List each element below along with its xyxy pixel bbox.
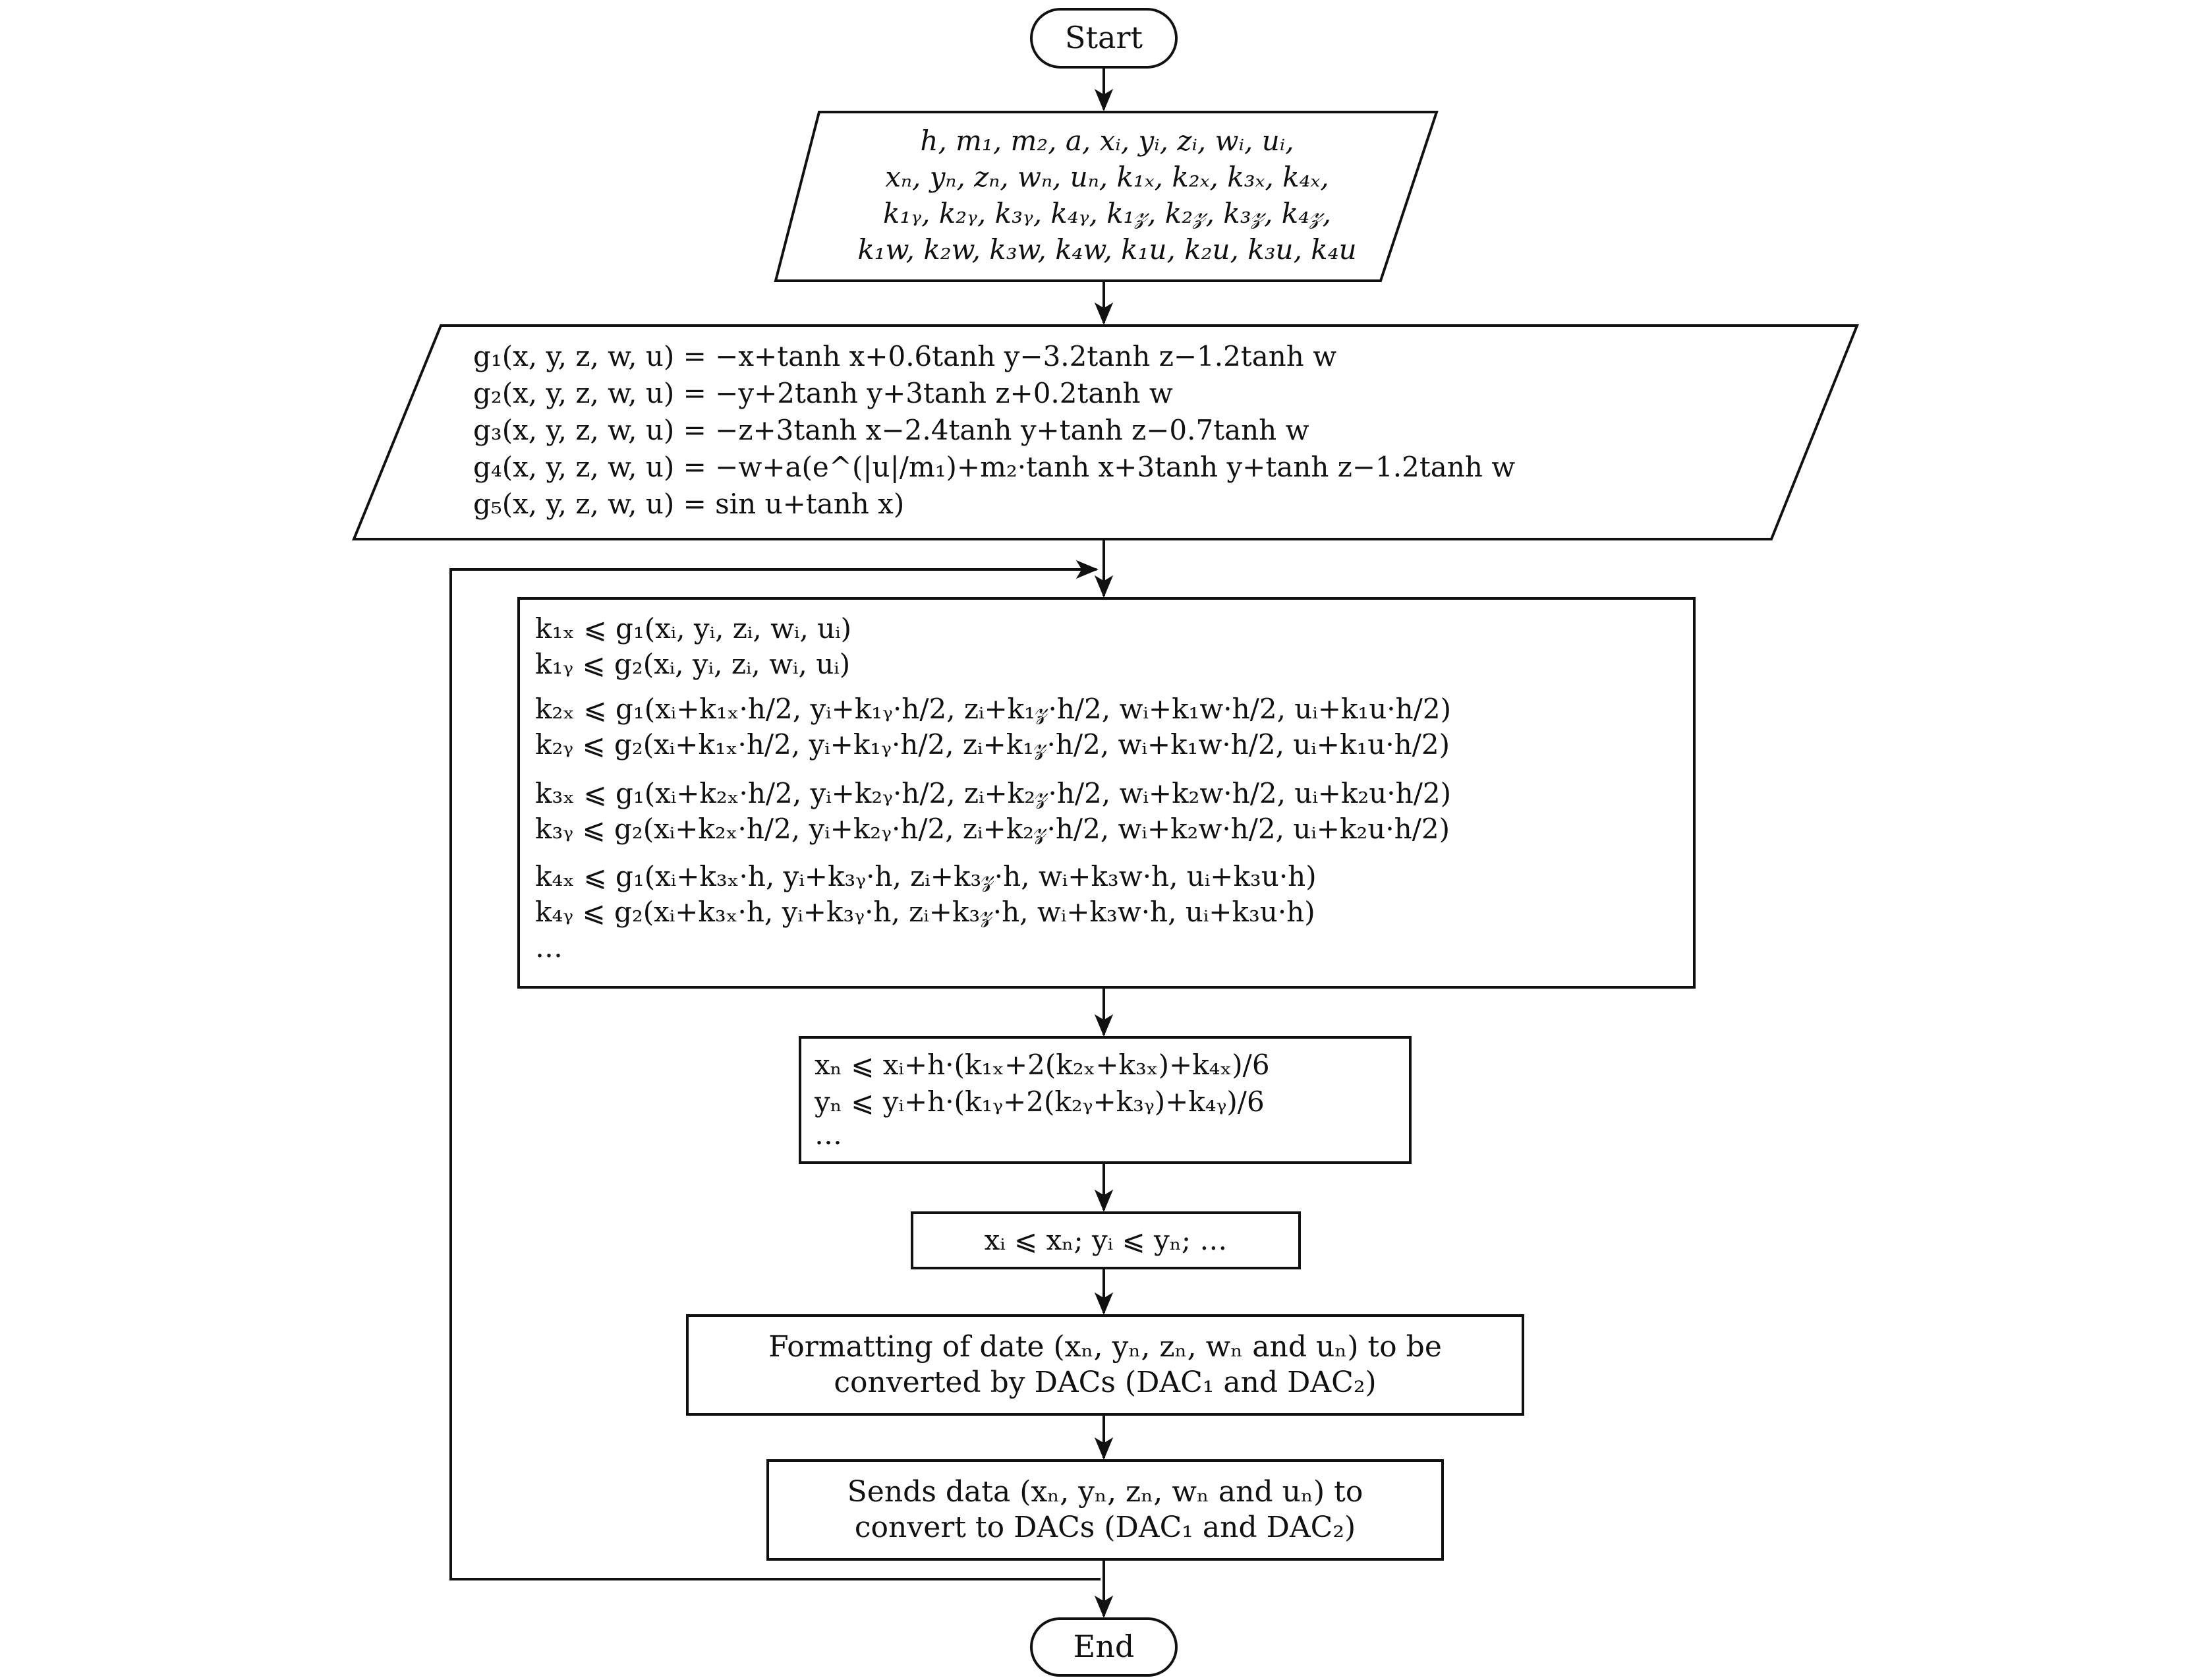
send-block: Sends data (xₙ, yₙ, zₙ, wₙ and uₙ) to co…: [766, 1459, 1444, 1561]
format-block: Formatting of date (xₙ, yₙ, zₙ, wₙ and u…: [686, 1314, 1524, 1416]
equation-g5: g₅(x, y, z, w, u) = sin u+tanh x): [473, 488, 904, 520]
params-line-3: k₁ᵧ, k₂ᵧ, k₃ᵧ, k₄ᵧ, k₁𝓏, k₂𝓏, k₃𝓏, k₄𝓏,: [883, 197, 1331, 229]
equation-g2: g₂(x, y, z, w, u) = −y+2tanh y+3tanh z+0…: [473, 377, 1173, 409]
equation-g1: g₁(x, y, z, w, u) = −x+tanh x+0.6tanh y−…: [473, 340, 1336, 372]
params-line-4: k₁w, k₂w, k₃w, k₄w, k₁u, k₂u, k₃u, k₄u: [857, 233, 1356, 266]
send-line-2: convert to DACs (DAC₁ and DAC₂): [855, 1511, 1356, 1544]
format-line-1: Formatting of date (xₙ, yₙ, zₙ, wₙ and u…: [768, 1330, 1442, 1364]
rk-line-k3x: k₃ₓ ⩽ g₁(xᵢ+k₂ₓ·h/2, yᵢ+k₂ᵧ·h/2, zᵢ+k₂𝓏·…: [535, 777, 1451, 809]
params-line-2: xₙ, yₙ, zₙ, wₙ, uₙ, k₁ₓ, k₂ₓ, k₃ₓ, k₄ₓ,: [885, 161, 1329, 193]
parameters-input-block: h, m₁, m₂, a, xᵢ, yᵢ, zᵢ, wᵢ, uᵢ, xₙ, yₙ…: [774, 111, 1439, 282]
equation-g4: g₄(x, y, z, w, u) = −w+a(e^(|u|/m₁)+m₂·t…: [473, 451, 1515, 483]
end-label: End: [1074, 1629, 1135, 1664]
start-terminal: Start: [1030, 8, 1178, 69]
rk-line-k4y: k₄ᵧ ⩽ g₂(xᵢ+k₃ₓ·h, yᵢ+k₃ᵧ·h, zᵢ+k₃𝓏·h, w…: [535, 896, 1315, 928]
rk-line-k4x: k₄ₓ ⩽ g₁(xᵢ+k₃ₓ·h, yᵢ+k₃ᵧ·h, zᵢ+k₃𝓏·h, w…: [535, 860, 1317, 892]
start-label: Start: [1065, 20, 1143, 55]
update-line-ellipsis: …: [815, 1118, 842, 1151]
update-line-yn: yₙ ⩽ yᵢ+h·(k₁ᵧ+2(k₂ᵧ+k₃ᵧ)+k₄ᵧ)/6: [814, 1086, 1265, 1118]
loop-back-arrow: [449, 560, 1101, 1580]
update-block: xₙ ⩽ xᵢ+h·(k₁ₓ+2(k₂ₓ+k₃ₓ)+k₄ₓ)/6 yₙ ⩽ yᵢ…: [799, 1036, 1412, 1164]
rk-line-k1y: k₁ᵧ ⩽ g₂(xᵢ, yᵢ, zᵢ, wᵢ, uᵢ): [535, 648, 850, 680]
rk-line-k3y: k₃ᵧ ⩽ g₂(xᵢ+k₂ₓ·h/2, yᵢ+k₂ᵧ·h/2, zᵢ+k₂𝓏·…: [535, 813, 1450, 845]
params-line-1: h, m₁, m₂, a, xᵢ, yᵢ, zᵢ, wᵢ, uᵢ,: [920, 125, 1294, 157]
update-line-xn: xₙ ⩽ xᵢ+h·(k₁ₓ+2(k₂ₓ+k₃ₓ)+k₄ₓ)/6: [815, 1049, 1270, 1081]
end-terminal: End: [1030, 1617, 1178, 1677]
assign-block: xᵢ ⩽ xₙ; yᵢ ⩽ yₙ; …: [911, 1211, 1301, 1269]
rk-line-k2x: k₂ₓ ⩽ g₁(xᵢ+k₁ₓ·h/2, yᵢ+k₁ᵧ·h/2, zᵢ+k₁𝓏·…: [535, 693, 1451, 725]
format-line-2: converted by DACs (DAC₁ and DAC₂): [834, 1366, 1376, 1399]
rk-line-ellipsis: …: [535, 931, 563, 964]
equations-block: g₁(x, y, z, w, u) = −x+tanh x+0.6tanh y−…: [352, 324, 1859, 540]
send-line-1: Sends data (xₙ, yₙ, zₙ, wₙ and uₙ) to: [847, 1475, 1363, 1509]
equation-g3: g₃(x, y, z, w, u) = −z+3tanh x−2.4tanh y…: [473, 414, 1309, 446]
assign-label: xᵢ ⩽ xₙ; yᵢ ⩽ yₙ; …: [985, 1224, 1228, 1256]
rk-stages-block: k₁ₓ ⩽ g₁(xᵢ, yᵢ, zᵢ, wᵢ, uᵢ) k₁ᵧ ⩽ g₂(xᵢ…: [517, 597, 1696, 989]
rk-line-k1x: k₁ₓ ⩽ g₁(xᵢ, yᵢ, zᵢ, wᵢ, uᵢ): [535, 612, 851, 645]
rk-line-k2y: k₂ᵧ ⩽ g₂(xᵢ+k₁ₓ·h/2, yᵢ+k₁ᵧ·h/2, zᵢ+k₁𝓏·…: [535, 728, 1450, 761]
